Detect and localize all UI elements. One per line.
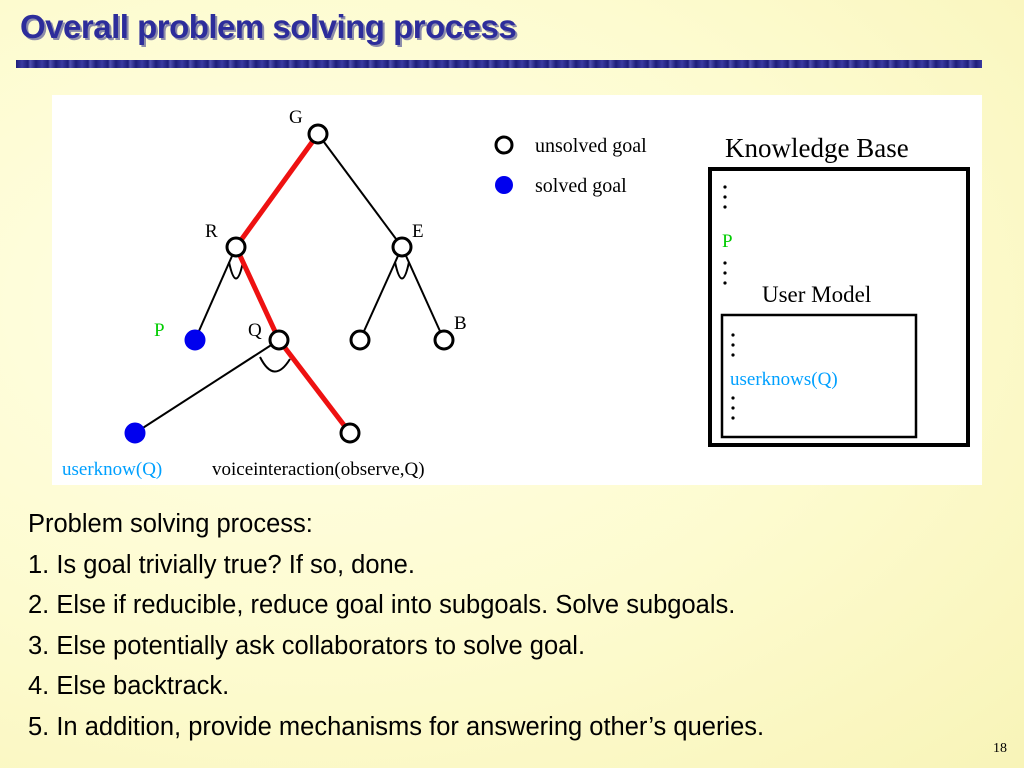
kb-ellipsis-top — [723, 185, 727, 209]
edge-q-userknow — [134, 339, 280, 434]
legend-solved-label: solved goal — [535, 175, 627, 197]
um-ellipsis-bottom — [731, 396, 735, 420]
legend-solved-icon — [495, 176, 513, 194]
label-g: G — [289, 107, 303, 128]
label-q: Q — [248, 320, 262, 341]
node-q — [268, 329, 290, 351]
edge-q-voice — [277, 338, 352, 435]
user-model-entry: userknows(Q) — [730, 369, 838, 390]
node-e-left-child — [349, 329, 371, 351]
node-g — [307, 123, 329, 145]
legend-unsolved-icon — [494, 135, 514, 155]
knowledge-base-title: Knowledge Base — [725, 133, 909, 163]
label-e: E — [412, 221, 424, 242]
edge-r-q — [233, 245, 282, 342]
label-userknow: userknow(Q) — [62, 459, 162, 480]
process-heading: Problem solving process: — [28, 510, 313, 538]
user-model-title: User Model — [762, 282, 871, 307]
and-arc-e — [394, 261, 410, 280]
and-arc-r — [228, 261, 244, 280]
solved-path — [233, 132, 352, 435]
knowledge-base-box — [708, 167, 970, 447]
process-step-3: 3. Else potentially ask collaborators to… — [28, 631, 586, 660]
legend-unsolved-label: unsolved goal — [535, 135, 647, 157]
node-b — [433, 329, 455, 351]
kb-entry-p: P — [722, 231, 733, 252]
label-p: P — [154, 320, 165, 341]
edge-g-e — [317, 133, 403, 248]
node-voiceinteraction — [339, 422, 361, 444]
node-r — [225, 236, 247, 258]
and-arc-q — [259, 356, 291, 373]
user-model-box — [720, 313, 918, 439]
node-e — [391, 236, 413, 258]
node-p — [184, 329, 206, 351]
process-step-2: 2. Else if reducible, reduce goal into s… — [28, 591, 736, 619]
kb-ellipsis-mid — [723, 261, 727, 285]
goal-tree-figure: G R E P Q B userknow(Q) voiceinteraction… — [52, 95, 982, 485]
edge-e-left — [359, 246, 403, 341]
process-step-5: 5. In addition, provide mechanisms for a… — [28, 712, 765, 741]
title-divider — [16, 60, 982, 68]
um-ellipsis-top — [731, 333, 735, 357]
tree-nodes — [124, 123, 455, 444]
page-number: 18 — [993, 741, 1007, 756]
tree-edges — [134, 133, 445, 434]
label-r: R — [205, 221, 218, 242]
edge-g-r — [233, 132, 321, 249]
node-userknow — [124, 422, 146, 444]
slide-title: Overall problem solving process — [20, 8, 517, 45]
label-b: B — [454, 313, 467, 334]
edge-r-p — [194, 246, 237, 341]
process-step-1: 1. Is goal trivially true? If so, done. — [28, 550, 415, 579]
edge-e-b — [401, 246, 445, 341]
process-steps-list: Problem solving process: 1. Is goal triv… — [28, 504, 764, 747]
process-step-4: 4. Else backtrack. — [28, 672, 230, 700]
goal-tree-svg: G R E P Q B userknow(Q) voiceinteraction… — [62, 107, 970, 480]
label-voiceinteraction: voiceinteraction(observe,Q) — [212, 459, 425, 480]
